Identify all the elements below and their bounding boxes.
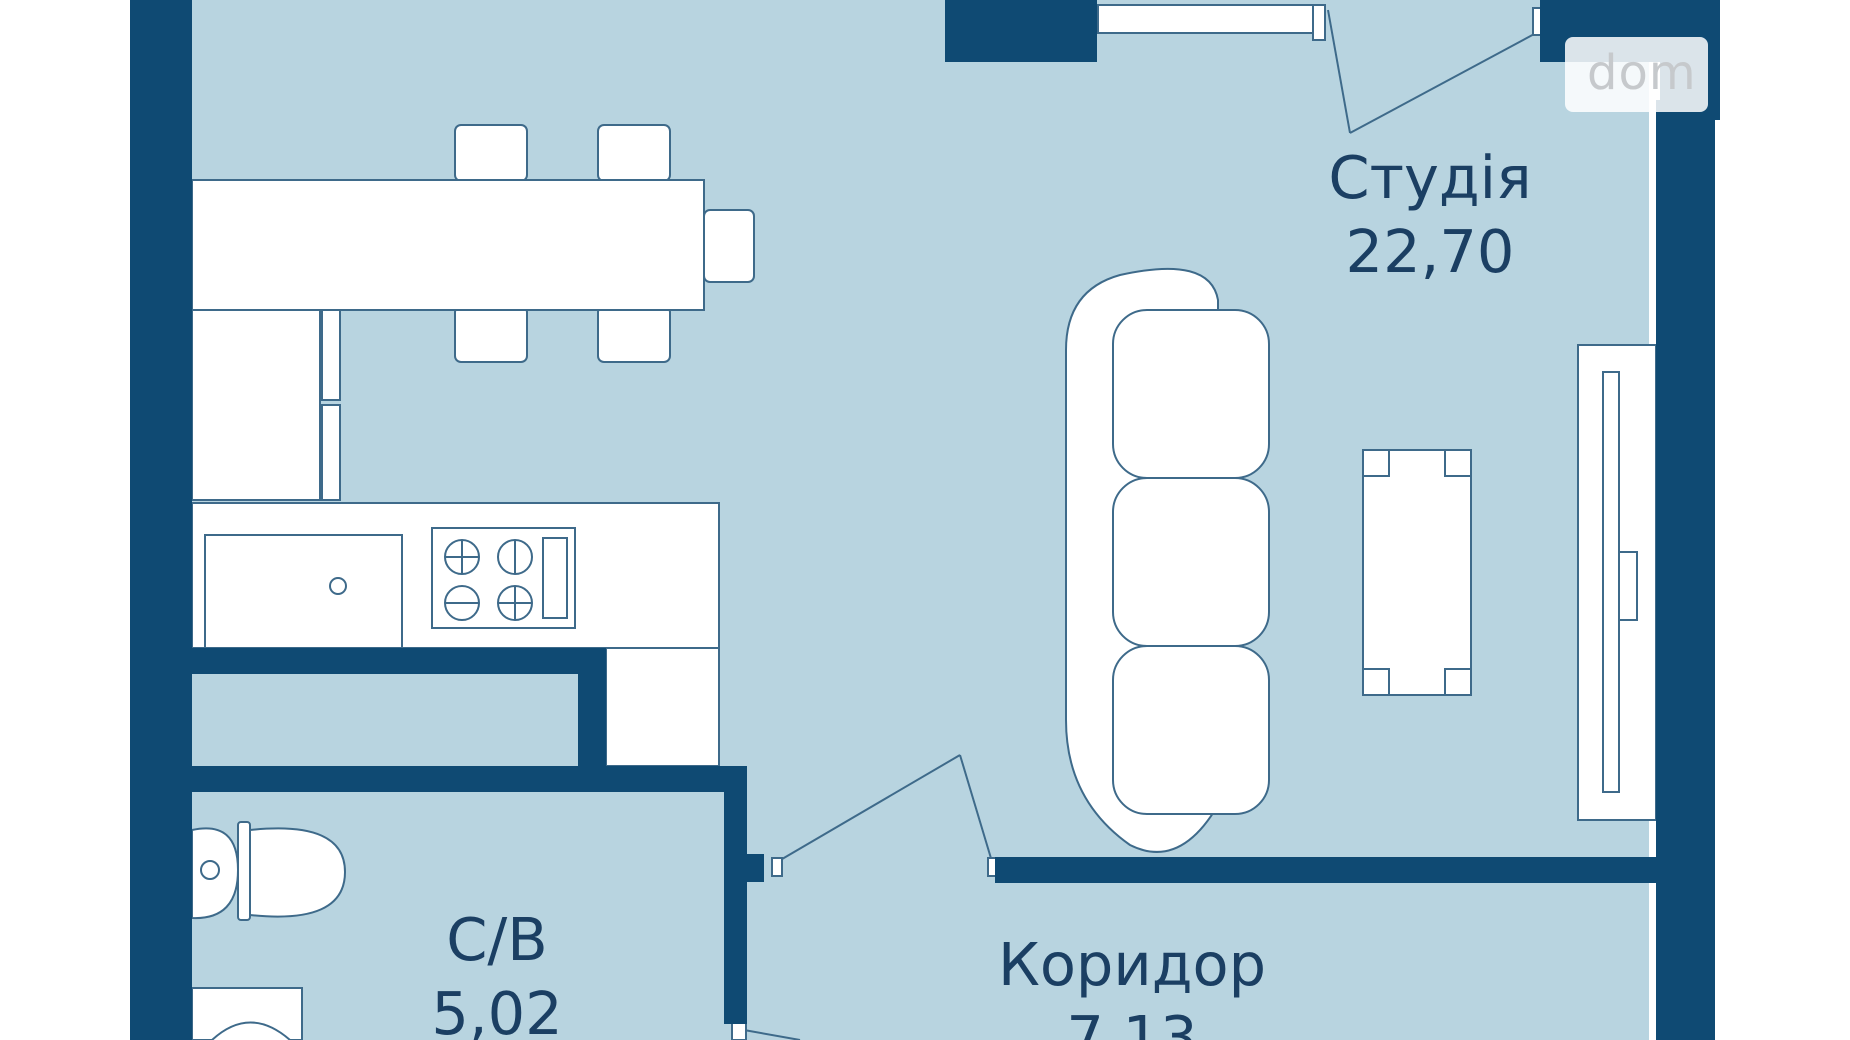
- sink: [204, 534, 403, 649]
- bathroom-name: С/В: [446, 905, 548, 974]
- washbasin: [191, 987, 303, 1040]
- studio-name: Студія: [1328, 143, 1531, 212]
- bathroom-area: 5,02: [431, 979, 562, 1040]
- dining-table: [191, 124, 755, 363]
- bathroom-door: [731, 1021, 801, 1040]
- toilet-icon: [191, 821, 347, 921]
- sofa: [1065, 267, 1270, 853]
- watermark-logo: dom: [1565, 37, 1708, 112]
- sink-drain-icon: [329, 577, 347, 595]
- studio-area: 22,70: [1346, 217, 1515, 286]
- balcony-door: [1097, 4, 1544, 134]
- coffee-table: [1362, 449, 1472, 696]
- tv-stand: [1577, 344, 1657, 821]
- cooktop-controls: [542, 537, 568, 619]
- corridor-area: 7,13: [1066, 1003, 1197, 1040]
- fridge: [191, 309, 341, 501]
- corridor-name: Коридор: [998, 930, 1266, 999]
- burners-icon: [444, 539, 533, 621]
- watermark-text: dom: [1587, 45, 1697, 101]
- walls: [130, 0, 1720, 1040]
- kitchen-counter: [191, 502, 720, 767]
